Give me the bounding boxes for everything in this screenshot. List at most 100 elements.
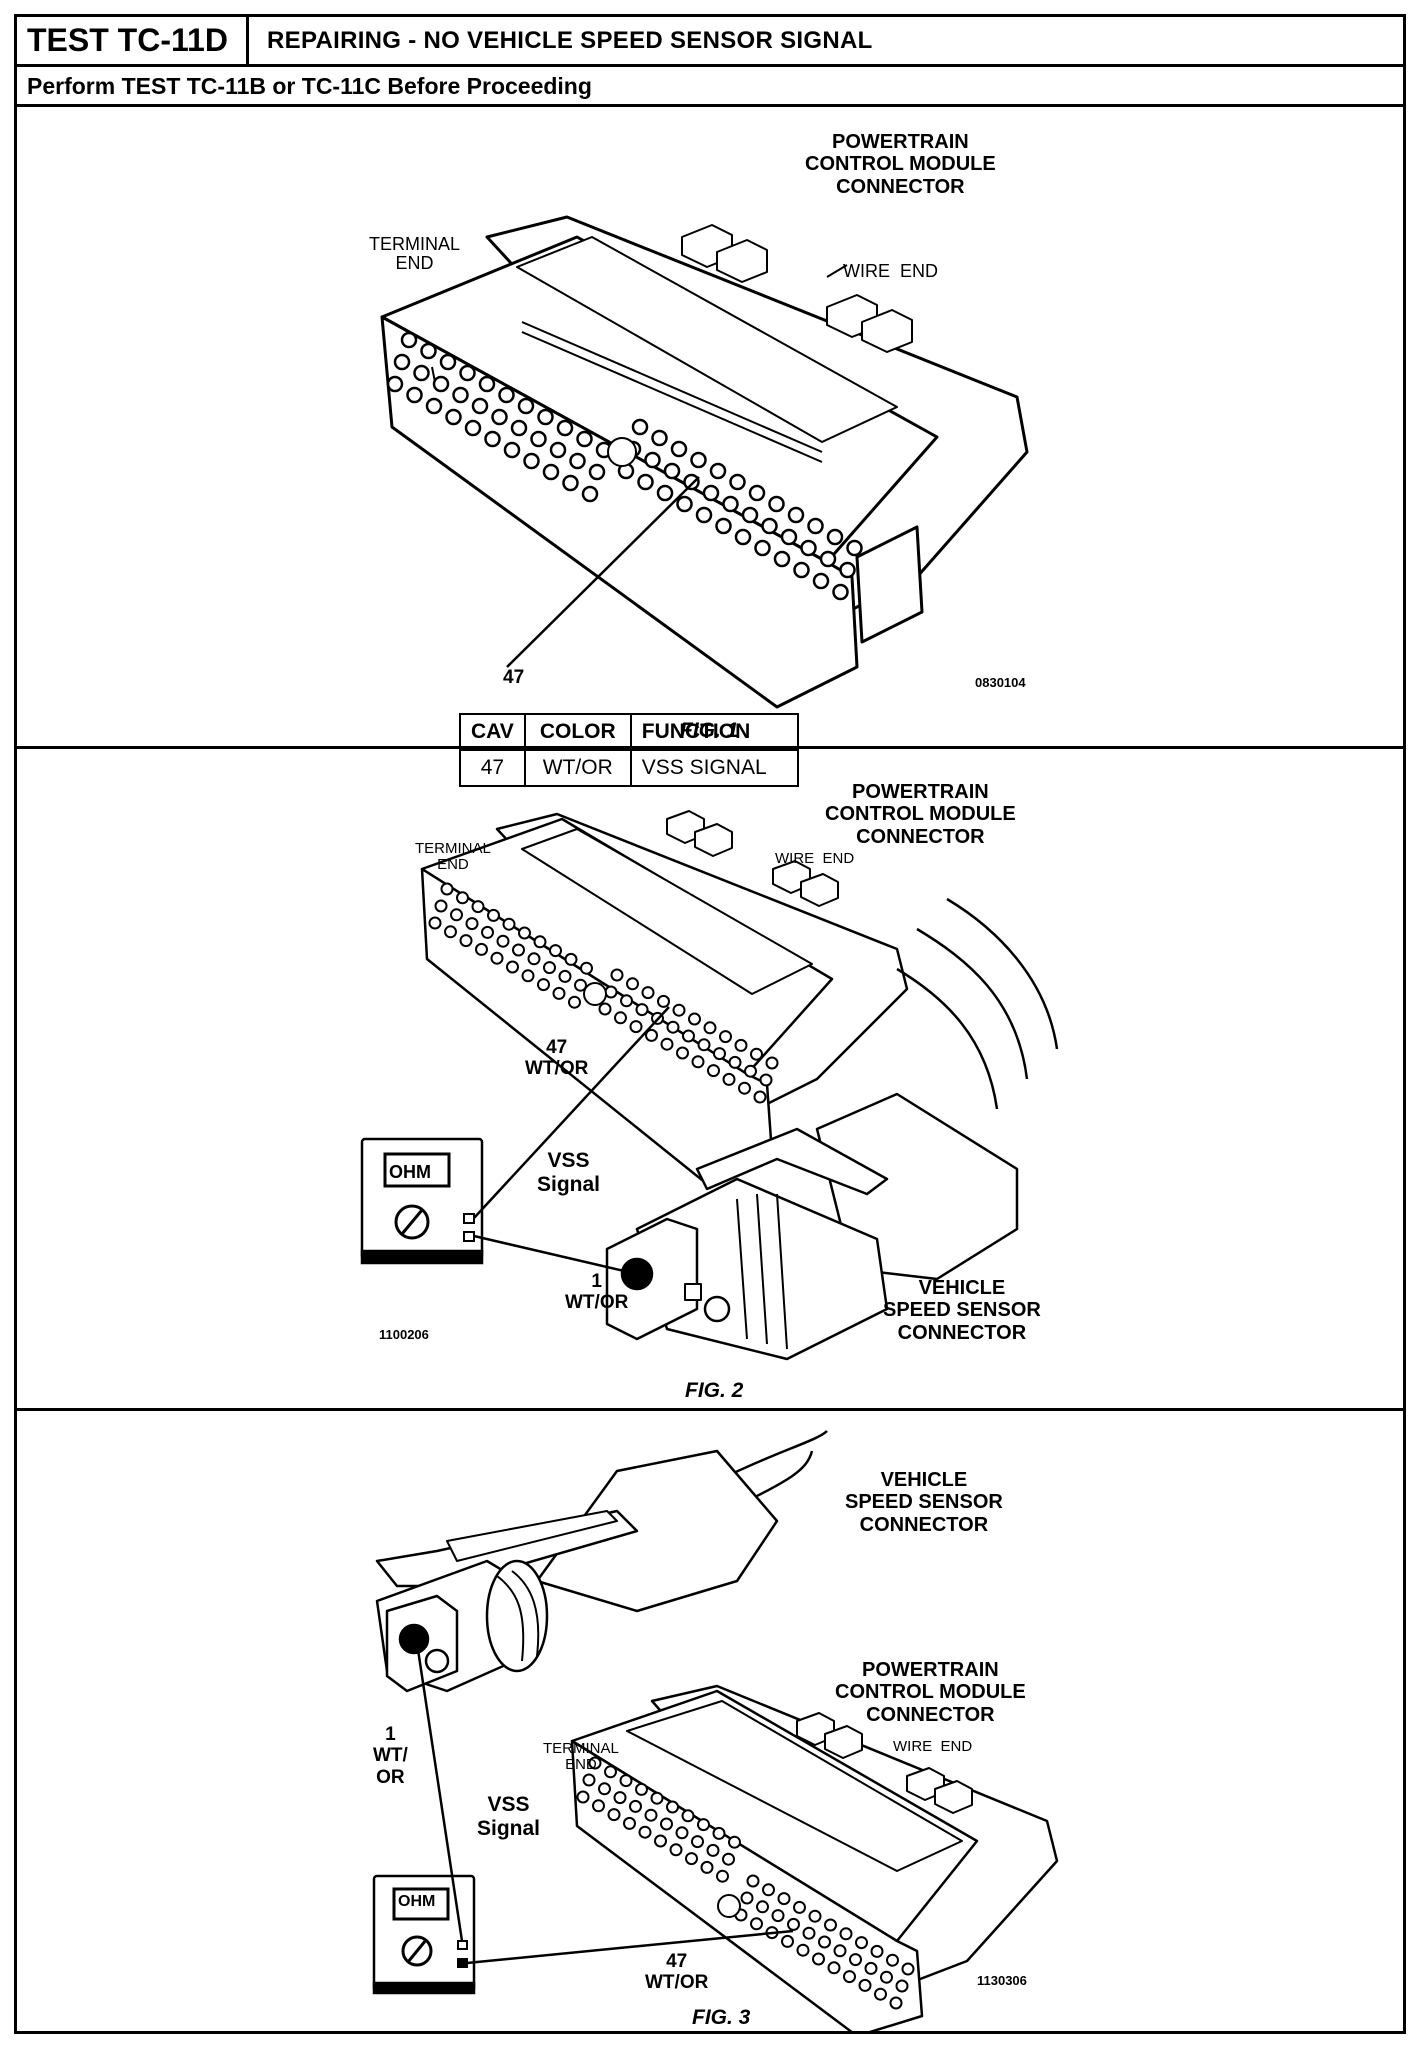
wire-end-label: WIRE END <box>843 261 939 281</box>
ohmmeter-display: OHM <box>398 1893 436 1910</box>
connector-pin <box>475 942 488 956</box>
connector-pin <box>777 1892 791 1906</box>
connector-pin <box>750 1917 763 1931</box>
connector-pin <box>613 1791 627 1805</box>
connector-pin <box>471 397 489 415</box>
connector-pin <box>471 900 485 914</box>
connector-pin <box>688 1012 701 1026</box>
figure-2-panel: POWERTRAIN CONTROL MODULE CONNECTOR TERM… <box>17 749 1403 1411</box>
table-cell-color: WT/OR <box>523 749 632 787</box>
connector-pin <box>663 462 681 480</box>
connector-pin <box>607 1808 621 1822</box>
connector-pin <box>713 1047 726 1061</box>
connector-pin <box>629 1799 642 1813</box>
test-id: TEST TC-11D <box>17 17 249 64</box>
connector-pin <box>695 506 713 524</box>
connector-pin <box>703 1021 717 1035</box>
connector-pin <box>697 1038 711 1052</box>
terminal-end-label: TERMINAL END <box>369 234 461 273</box>
connector-pin <box>812 1952 825 1966</box>
connector-pin <box>537 408 554 426</box>
connector-pin <box>666 1020 680 1034</box>
connector-pin <box>604 985 618 999</box>
connector-pin <box>702 484 720 502</box>
connector-pin <box>722 495 739 513</box>
connector-pin <box>754 539 771 557</box>
connector-pin <box>870 1944 884 1958</box>
connector-pin <box>657 994 670 1008</box>
connector-pin <box>614 1011 627 1025</box>
connector-pin <box>666 1800 679 1814</box>
wire-end-label: WIRE END <box>775 850 855 867</box>
connector-pin <box>537 978 550 992</box>
connector-pin <box>588 463 606 481</box>
connector-pin <box>491 408 508 426</box>
connector-pin <box>598 1782 611 1796</box>
connector-pin <box>428 916 442 930</box>
figure-1-caption: FIG. 1 <box>680 719 739 742</box>
connector-pin <box>425 397 443 415</box>
connector-pin <box>712 1826 726 1840</box>
connector-pin <box>715 517 732 535</box>
connector-pin <box>549 441 567 459</box>
connector-pin <box>681 1809 695 1823</box>
wire-end-label: WIRE END <box>893 1738 973 1755</box>
connector-pin <box>729 473 746 491</box>
connector-pin <box>576 1790 590 1804</box>
connector-pin <box>744 1064 757 1078</box>
connector-pin <box>839 1927 853 1941</box>
connector-pin <box>521 969 535 983</box>
connector-pin <box>619 1774 633 1788</box>
connector-pin <box>623 1816 636 1830</box>
connector-pin <box>631 418 649 436</box>
connector-pin <box>523 452 540 470</box>
test-title: REPAIRING - NO VEHICLE SPEED SENSOR SIGN… <box>267 27 873 54</box>
connector-pin <box>564 952 578 966</box>
connector-pin <box>644 1808 658 1822</box>
connector-pin <box>393 353 411 371</box>
connector-pin <box>592 1799 605 1813</box>
connector-pin <box>802 1926 816 1940</box>
connector-pin <box>432 375 450 393</box>
connector-pin <box>629 1020 643 1034</box>
connector-pin <box>864 1961 878 1975</box>
connector-pin <box>660 1817 673 1831</box>
connector-pin <box>771 1909 785 1923</box>
connector-pin <box>503 441 521 459</box>
connector-pin <box>533 935 547 949</box>
connector-pin <box>707 1064 720 1078</box>
connector-pin <box>812 572 830 590</box>
connector-pin <box>490 951 504 965</box>
connector-pin <box>874 1987 887 2001</box>
connector-pin <box>895 1979 909 1993</box>
connector-pin <box>386 375 404 393</box>
connector-pin <box>645 1028 658 1042</box>
connector-pin <box>697 1818 710 1832</box>
connector-pin <box>722 1072 736 1086</box>
connector-pin <box>487 908 500 922</box>
connector-pin <box>558 969 572 983</box>
connector-pin <box>556 419 574 437</box>
connector-pin <box>506 960 519 974</box>
connector-pin <box>826 528 844 546</box>
connector-pin <box>787 506 805 524</box>
connector-pin <box>650 1791 664 1805</box>
connector-pin <box>691 1055 705 1069</box>
connector-pin <box>676 495 693 513</box>
table-header-cav: CAV <box>459 713 526 751</box>
connector-pin <box>588 1756 602 1770</box>
connector-pin <box>886 1953 899 1967</box>
connector-pin <box>580 961 593 975</box>
connector-pin <box>456 891 469 905</box>
connector-pin <box>748 484 766 502</box>
connector-pin <box>641 986 655 1000</box>
connector-pin <box>598 1002 612 1016</box>
connector-pin <box>439 353 457 371</box>
connector-pin <box>773 550 791 568</box>
connector-pin <box>740 1891 754 1905</box>
connector-pin <box>741 506 759 524</box>
connector-pin <box>807 517 824 535</box>
connector-pin <box>824 1918 837 1932</box>
connector-pin <box>690 451 707 469</box>
vss-ohm-test-drawing <box>360 810 1059 1361</box>
